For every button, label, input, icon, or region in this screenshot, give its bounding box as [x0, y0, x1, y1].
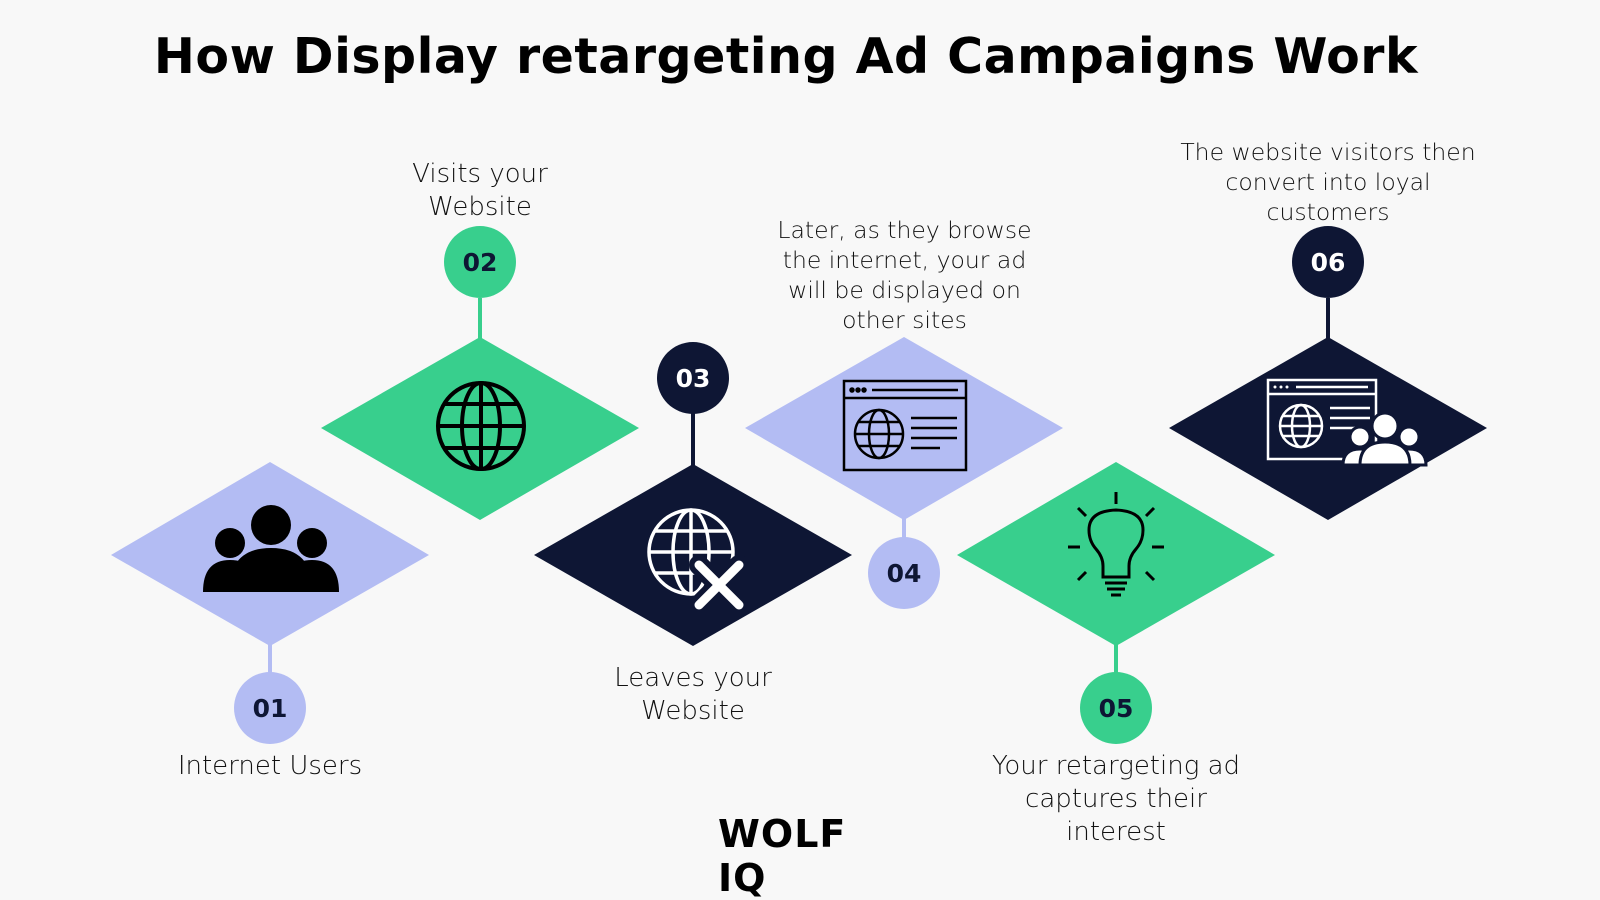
step-01-badge: 01	[234, 672, 306, 744]
page-title: How Display retargeting Ad Campaigns Wor…	[153, 28, 1419, 85]
step-05-number: 05	[1099, 694, 1134, 723]
step-03-number: 03	[676, 364, 711, 393]
step-01-label: Internet Users	[177, 751, 363, 781]
step-02-number: 02	[463, 248, 498, 277]
globe-x-icon	[647, 508, 749, 615]
step-01-number: 01	[253, 694, 288, 723]
lightbulb-icon	[1068, 492, 1164, 597]
browser-ad-icon	[842, 379, 968, 472]
step-04-badge: 04	[868, 537, 940, 609]
step-06-badge: 06	[1292, 226, 1364, 298]
step-04-label: Later, as they browse the internet, your…	[777, 216, 1032, 334]
step-03-badge: 03	[657, 342, 729, 414]
step-06-number: 06	[1311, 248, 1346, 277]
browser-users-icon	[1266, 378, 1428, 467]
globe-icon	[436, 381, 526, 471]
step-03-label: Leaves your Website	[614, 663, 772, 726]
step-05-diamond	[957, 462, 1275, 646]
step-02-label: Visits your Website	[412, 159, 548, 222]
step-04-number: 04	[887, 559, 922, 588]
brand-logo: WOLF IQ	[718, 812, 847, 900]
step-06-label: The website visitors then convert into l…	[1180, 138, 1476, 226]
step-06-diamond	[1169, 337, 1487, 520]
step-04-diamond	[745, 337, 1063, 520]
users-icon	[203, 505, 339, 592]
step-03-diamond	[534, 464, 852, 646]
step-05-badge: 05	[1080, 672, 1152, 744]
step-02-badge: 02	[444, 226, 516, 298]
step-05-label: Your retargeting ad captures their inter…	[991, 751, 1241, 847]
